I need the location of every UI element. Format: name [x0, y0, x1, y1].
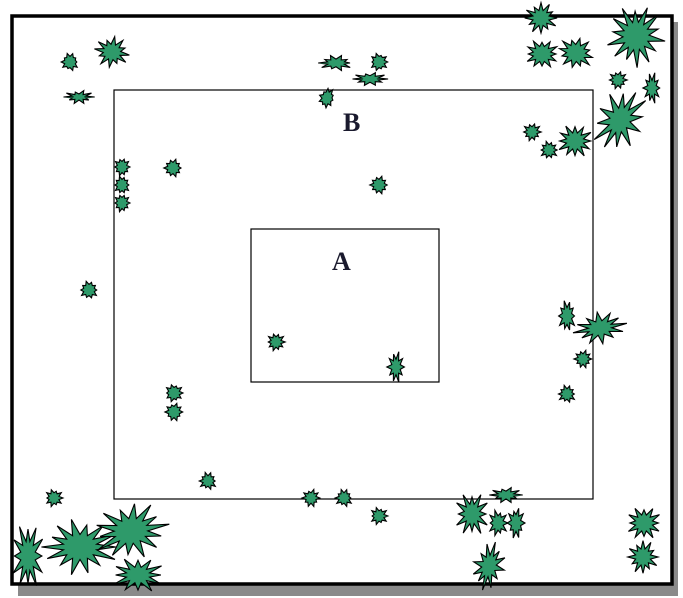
region-b-label: B [343, 108, 360, 137]
region-a-label: A [332, 247, 351, 276]
